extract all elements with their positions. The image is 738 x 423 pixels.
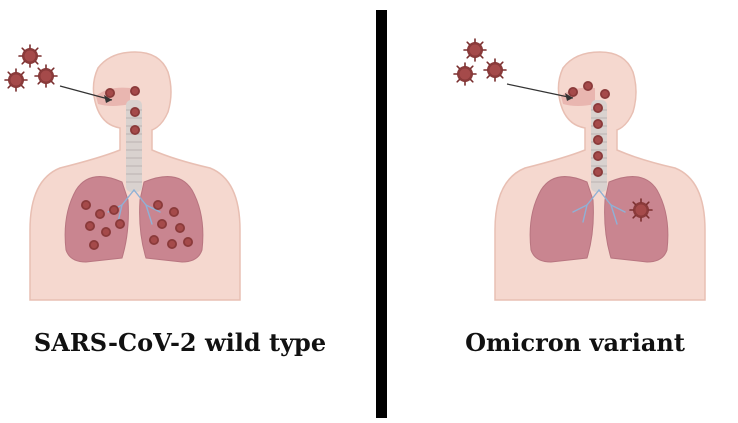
wild-type-label: SARS-CoV-2 wild type <box>0 328 360 357</box>
lung-virus <box>630 199 652 221</box>
omicron-label: Omicron variant <box>400 328 738 357</box>
wild-type-panel <box>5 45 240 300</box>
incoming-virus-cluster <box>5 45 57 91</box>
panel-divider <box>376 10 387 418</box>
omicron-panel <box>454 39 705 300</box>
incoming-virus-cluster <box>454 39 506 85</box>
